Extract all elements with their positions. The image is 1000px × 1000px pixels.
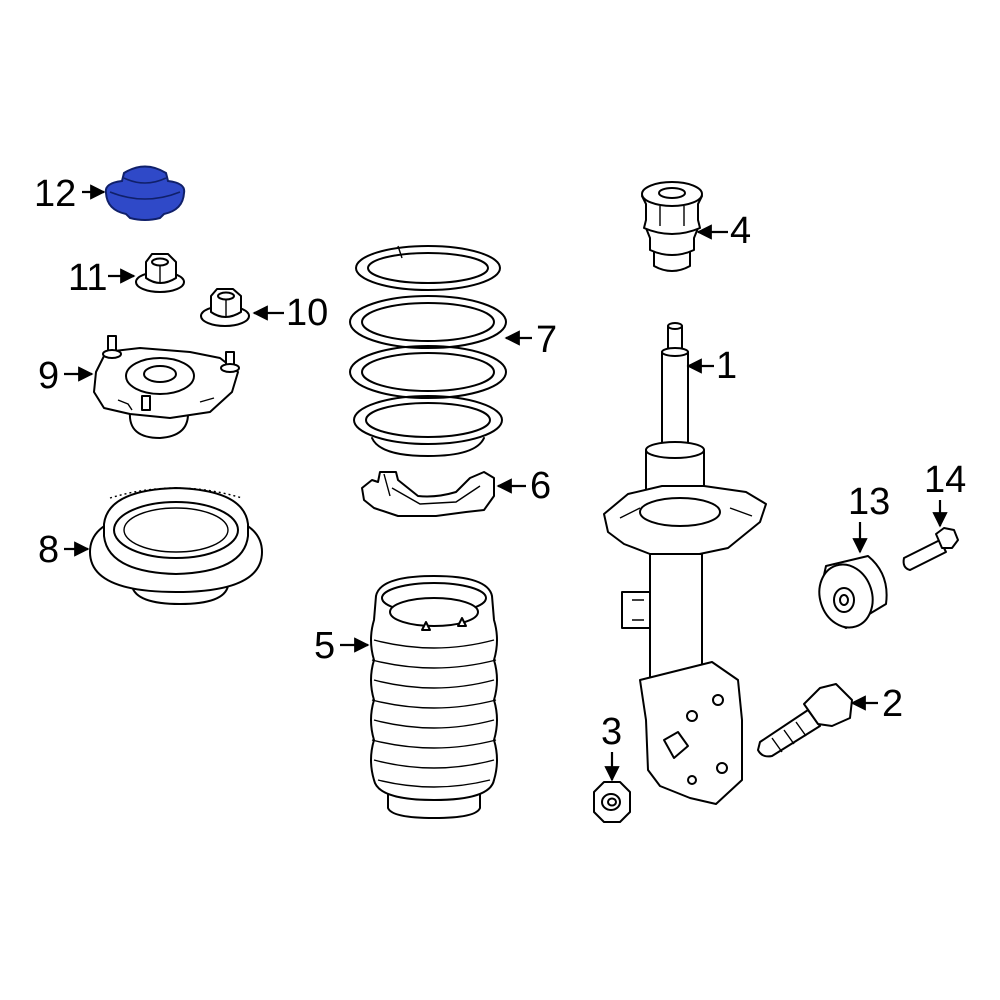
part-13-bushing[interactable] bbox=[811, 555, 888, 634]
callout-10: 10 bbox=[286, 292, 328, 334]
part-11-nut[interactable] bbox=[135, 253, 185, 293]
callout-4: 4 bbox=[730, 210, 751, 252]
callout-13: 13 bbox=[848, 481, 890, 523]
part-4-bump-stop[interactable] bbox=[641, 181, 703, 272]
callout-3: 3 bbox=[601, 711, 622, 753]
part-1-strut[interactable] bbox=[603, 322, 767, 805]
callout-9: 9 bbox=[38, 355, 59, 397]
part-14-bolt[interactable] bbox=[902, 527, 959, 571]
part-6-lower-insulator[interactable] bbox=[361, 471, 495, 517]
part-9-upper-mount[interactable] bbox=[93, 335, 240, 439]
callout-7: 7 bbox=[536, 319, 557, 361]
callout-2: 2 bbox=[882, 683, 903, 725]
part-8-bearing[interactable] bbox=[89, 487, 263, 605]
part-2-bolt[interactable] bbox=[757, 683, 853, 758]
part-12-cap[interactable] bbox=[104, 165, 186, 221]
callout-12: 12 bbox=[34, 173, 76, 215]
part-10-nut[interactable] bbox=[200, 288, 250, 327]
callout-14: 14 bbox=[924, 459, 966, 501]
part-5-dust-boot[interactable] bbox=[370, 575, 498, 819]
callout-6: 6 bbox=[530, 465, 551, 507]
part-3-nut[interactable] bbox=[593, 781, 631, 823]
callout-8: 8 bbox=[38, 529, 59, 571]
callout-5: 5 bbox=[314, 625, 335, 667]
part-7-coil-spring[interactable] bbox=[349, 245, 507, 457]
callout-11: 11 bbox=[68, 257, 107, 299]
callout-1: 1 bbox=[716, 345, 737, 387]
